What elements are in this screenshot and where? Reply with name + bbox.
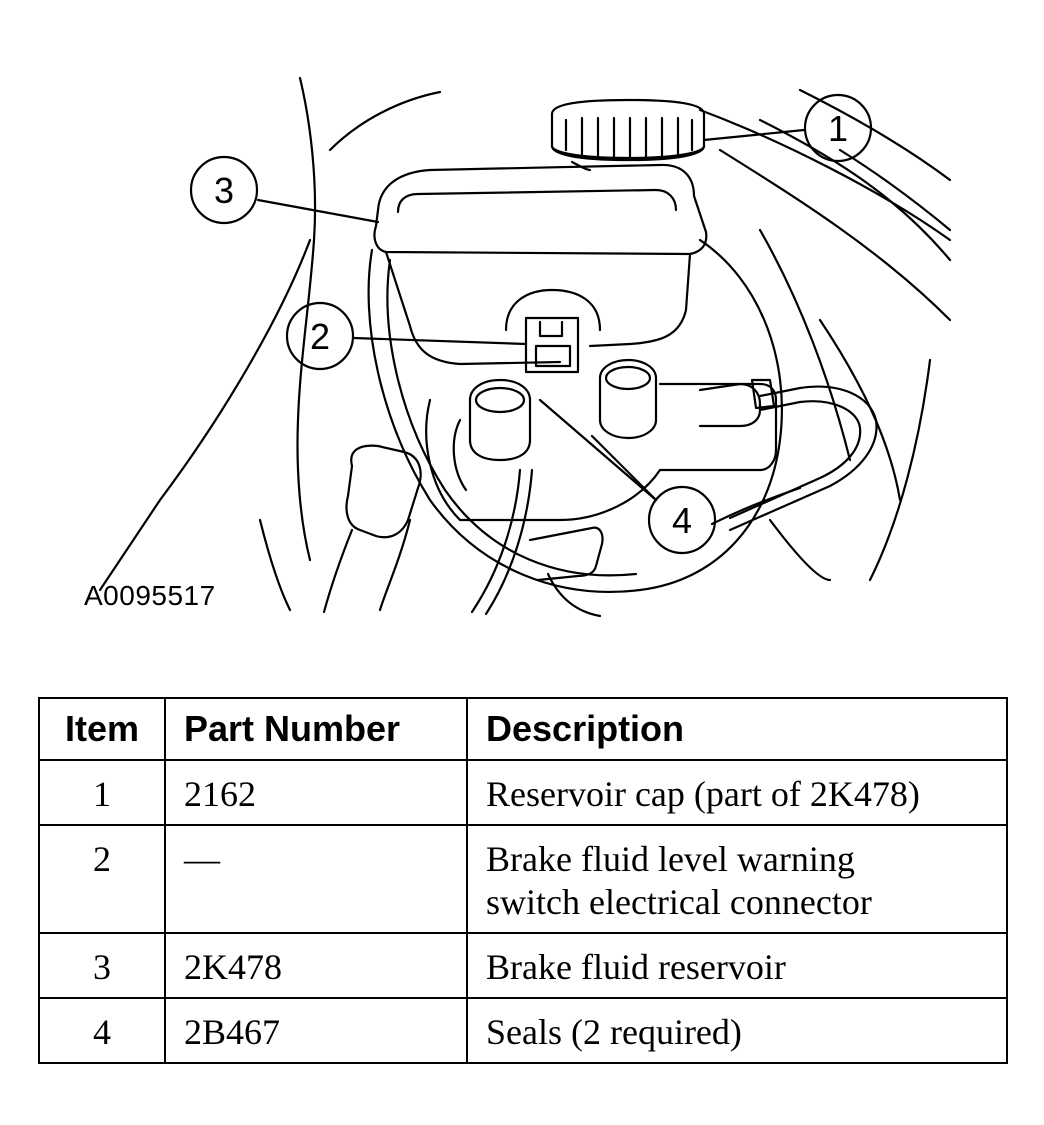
description-line: Reservoir cap (part of 2K478) <box>486 774 920 814</box>
row-part-number: 2B467 <box>164 997 468 1064</box>
description-line: switch electrical connector <box>486 882 872 922</box>
callout-1-circle <box>803 93 873 163</box>
callout-3-circle <box>189 155 259 225</box>
header-item: Item <box>38 697 166 761</box>
description-line: Seals (2 required) <box>486 1012 742 1052</box>
callout-4-label: 4 <box>672 500 692 541</box>
row-item: 4 <box>38 997 166 1064</box>
figure-id: A0095517 <box>84 580 216 611</box>
master-cylinder-illustration: 1 3 2 4 <box>98 76 952 618</box>
row-part-number: 2162 <box>164 759 468 826</box>
table-row: 1 2162 Reservoir cap (part of 2K478) <box>38 759 1008 826</box>
description-line: Brake fluid level warning <box>486 839 855 879</box>
parts-table: Item Part Number Description 1 2162 Rese… <box>38 697 1008 1064</box>
table-row: 2 — Brake fluid level warning switch ele… <box>38 824 1008 934</box>
header-part-number: Part Number <box>164 697 468 761</box>
row-description: Seals (2 required) <box>466 997 1008 1064</box>
callout-2-label: 2 <box>310 316 330 357</box>
header-description: Description <box>466 697 1008 761</box>
callout-3-label: 3 <box>214 170 234 211</box>
callout-2-circle <box>285 301 355 371</box>
row-item: 3 <box>38 932 166 999</box>
description-line: Brake fluid reservoir <box>486 947 786 987</box>
row-description: Reservoir cap (part of 2K478) <box>466 759 1008 826</box>
table-row: 4 2B467 Seals (2 required) <box>38 997 1008 1064</box>
callout-1-label: 1 <box>828 108 848 149</box>
row-part-number: 2K478 <box>164 932 468 999</box>
row-item: 1 <box>38 759 166 826</box>
row-description: Brake fluid reservoir <box>466 932 1008 999</box>
row-item: 2 <box>38 824 166 934</box>
row-part-number: — <box>164 824 468 934</box>
callout-4-circle <box>647 485 717 555</box>
table-header-row: Item Part Number Description <box>38 697 1008 761</box>
table-row: 3 2K478 Brake fluid reservoir <box>38 932 1008 999</box>
row-description: Brake fluid level warning switch electri… <box>466 824 1008 934</box>
